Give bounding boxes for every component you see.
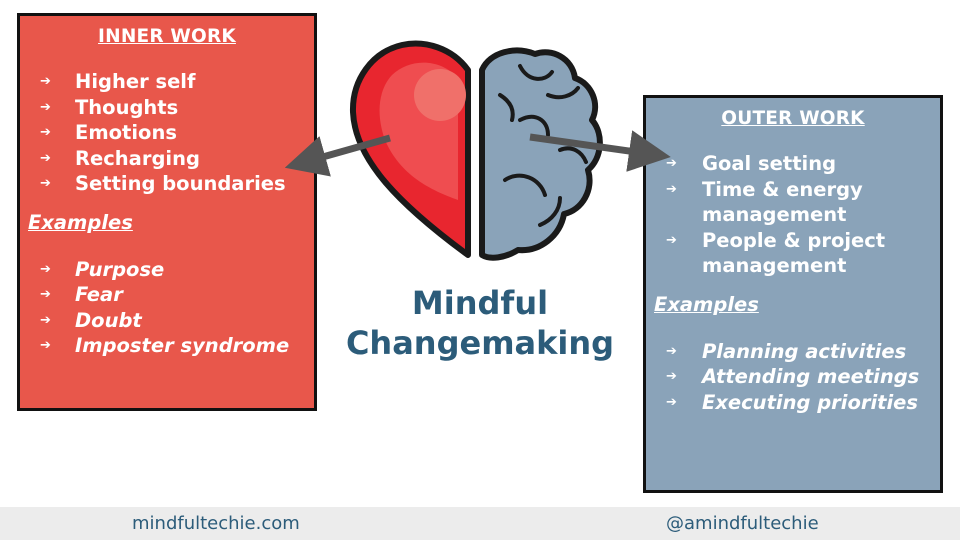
right-arrow-icon: ➔: [40, 125, 51, 140]
list-item: ➔Fear: [40, 283, 123, 306]
right-arrow-icon: ➔: [40, 176, 51, 191]
list-item: ➔Time & energy management: [666, 177, 863, 227]
list-item: ➔Executing priorities: [666, 390, 918, 414]
social-handle[interactable]: @amindfultechie: [666, 513, 819, 534]
center-title-line1: Mindful: [411, 284, 549, 322]
inner-examples-label: Examples: [28, 210, 133, 234]
inner-work-list: ➔Higher self ➔Thoughts ➔Emotions ➔Rechar…: [20, 69, 314, 197]
list-item: ➔Planning activities: [666, 339, 907, 363]
right-arrow-icon: ➔: [666, 181, 677, 197]
arrow-to-inner: [284, 134, 391, 177]
right-arrow-icon: ➔: [666, 343, 677, 359]
list-item: ➔Thoughts: [40, 95, 179, 119]
list-item: ➔Doubt: [40, 308, 142, 332]
right-arrow-icon: ➔: [666, 369, 677, 384]
list-item: ➔Imposter syndrome: [40, 334, 290, 357]
right-arrow-icon: ➔: [666, 232, 677, 248]
right-arrow-icon: ➔: [666, 394, 677, 410]
outer-examples-list: ➔Planning activities ➔Attending meetings…: [646, 339, 940, 416]
right-arrow-icon: ➔: [40, 261, 51, 277]
list-item: ➔Emotions: [40, 121, 177, 144]
center-title: Mindful Changemaking: [330, 283, 630, 363]
right-arrow-icon: ➔: [40, 99, 51, 115]
outer-work-list: ➔Goal setting ➔Time & energy management …: [646, 151, 940, 279]
arrow-to-outer: [529, 130, 671, 172]
list-item: ➔Goal setting: [666, 152, 837, 175]
list-item: ➔Attending meetings: [666, 365, 920, 388]
heart-icon: [349, 40, 471, 258]
center-title-line2: Changemaking: [345, 324, 615, 362]
list-item: ➔Purpose: [40, 257, 165, 281]
inner-work-box: INNER WORK ➔Higher self ➔Thoughts ➔Emoti…: [17, 13, 317, 411]
brain-icon: [479, 47, 603, 261]
list-item: ➔People & project management: [666, 228, 886, 278]
list-item: ➔Setting boundaries: [40, 172, 286, 195]
inner-work-title: INNER WORK: [98, 26, 236, 47]
inner-examples-list: ➔Purpose ➔Fear ➔Doubt ➔Imposter syndrome: [20, 257, 314, 359]
outer-examples-label: Examples: [654, 292, 759, 316]
right-arrow-icon: ➔: [666, 156, 677, 171]
outer-work-title: OUTER WORK: [721, 108, 865, 129]
website-link[interactable]: mindfultechie.com: [132, 513, 300, 534]
list-item: ➔Higher self: [40, 70, 196, 93]
right-arrow-icon: ➔: [40, 150, 51, 166]
right-arrow-icon: ➔: [40, 338, 51, 353]
list-item: ➔Recharging: [40, 146, 200, 170]
right-arrow-icon: ➔: [40, 287, 51, 302]
footer: mindfultechie.com @amindfultechie: [0, 507, 960, 540]
right-arrow-icon: ➔: [40, 74, 51, 89]
right-arrow-icon: ➔: [40, 312, 51, 328]
outer-work-box: OUTER WORK ➔Goal setting ➔Time & energy …: [643, 95, 943, 493]
